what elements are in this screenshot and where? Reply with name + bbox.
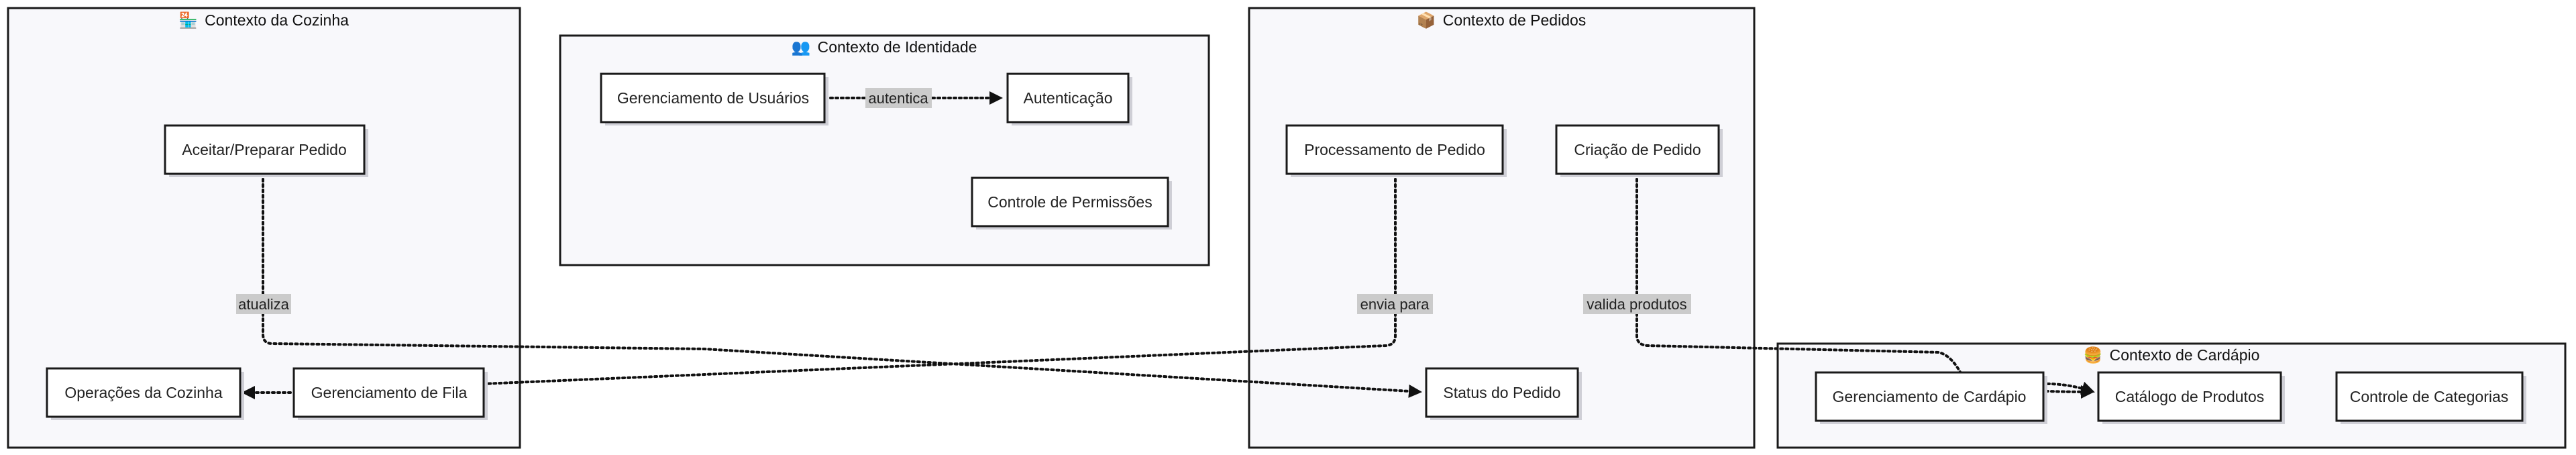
people-icon: 👥 bbox=[792, 38, 811, 56]
node-label: Criação de Pedido bbox=[1574, 141, 1701, 158]
edge-label-valida-produtos: valida produtos bbox=[1583, 294, 1691, 314]
node-label: Controle de Categorias bbox=[2350, 388, 2509, 405]
burger-icon: 🍔 bbox=[2084, 346, 2103, 364]
svg-text:autentica: autentica bbox=[868, 90, 928, 107]
edge-label-atualiza: atualiza bbox=[236, 294, 291, 314]
node-processamento-de-pedido[interactable]: Processamento de Pedido bbox=[1285, 124, 1507, 177]
store-icon: 🏪 bbox=[178, 11, 198, 30]
node-label: Status do Pedido bbox=[1443, 384, 1560, 401]
cluster-identidade: 👥 Contexto de Identidade bbox=[559, 34, 1210, 266]
node-label: Autenticação bbox=[1024, 89, 1113, 107]
node-gerenciamento-de-cardapio[interactable]: Gerenciamento de Cardápio bbox=[1815, 371, 2047, 424]
node-autenticacao[interactable]: Autenticação bbox=[1006, 72, 1132, 125]
svg-text:valida produtos: valida produtos bbox=[1587, 296, 1686, 313]
svg-text:📦 Contexto de Pedidos: 📦 Contexto de Pedidos bbox=[1417, 11, 1587, 30]
node-label: Aceitar/Preparar Pedido bbox=[182, 141, 346, 158]
node-aceitar-preparar-pedido[interactable]: Aceitar/Preparar Pedido bbox=[164, 124, 368, 177]
node-label: Gerenciamento de Fila bbox=[311, 384, 468, 401]
node-label: Gerenciamento de Cardápio bbox=[1833, 388, 2027, 405]
node-catalogo-de-produtos[interactable]: Catálogo de Produtos bbox=[2097, 371, 2285, 424]
cluster-title-identidade: Contexto de Identidade bbox=[818, 38, 977, 56]
svg-text:👥 Contexto de Identidad: 👥 Contexto de Identidade bbox=[792, 38, 977, 56]
node-gerenciamento-de-fila[interactable]: Gerenciamento de Fila bbox=[292, 367, 488, 420]
edge-label-autentica: autentica bbox=[865, 88, 932, 108]
svg-text:atualiza: atualiza bbox=[238, 296, 290, 313]
svg-text:envia para: envia para bbox=[1360, 296, 1430, 313]
node-status-do-pedido[interactable]: Status do Pedido bbox=[1425, 367, 1582, 420]
node-criacao-de-pedido[interactable]: Criação de Pedido bbox=[1555, 124, 1723, 177]
edges: autentica atualiza envia para valida pro… bbox=[236, 88, 2095, 399]
node-label: Gerenciamento de Usuários bbox=[617, 89, 809, 107]
edge-gercardapio-catalogo bbox=[2046, 381, 2095, 395]
node-label: Operações da Cozinha bbox=[64, 384, 222, 401]
cluster-title-cozinha: Contexto da Cozinha bbox=[205, 11, 349, 29]
cluster-title-cardapio: Contexto de Cardápio bbox=[2110, 346, 2260, 364]
svg-text:🍔 Contexto de Cardápio: 🍔 Contexto de Cardápio bbox=[2084, 346, 2260, 364]
node-controle-de-categorias[interactable]: Controle de Categorias bbox=[2335, 371, 2526, 424]
svg-text:🏪 Contexto da Cozinha: 🏪 Contexto da Cozinha bbox=[178, 11, 349, 30]
node-operacoes-da-cozinha[interactable]: Operações da Cozinha bbox=[46, 367, 244, 420]
node-label: Catálogo de Produtos bbox=[2115, 388, 2265, 405]
edge-label-envia-para: envia para bbox=[1357, 294, 1433, 314]
package-icon: 📦 bbox=[1417, 11, 1436, 30]
edge-aceitar-status bbox=[262, 172, 1422, 398]
node-label: Processamento de Pedido bbox=[1304, 141, 1485, 158]
node-controle-de-permissoes[interactable]: Controle de Permissões bbox=[971, 176, 1172, 230]
cluster-title-pedidos: Contexto de Pedidos bbox=[1443, 11, 1587, 29]
node-gerenciamento-de-usuarios[interactable]: Gerenciamento de Usuários bbox=[600, 72, 828, 125]
node-label: Controle de Permissões bbox=[987, 193, 1152, 211]
edge-processamento-fila bbox=[482, 172, 1397, 385]
